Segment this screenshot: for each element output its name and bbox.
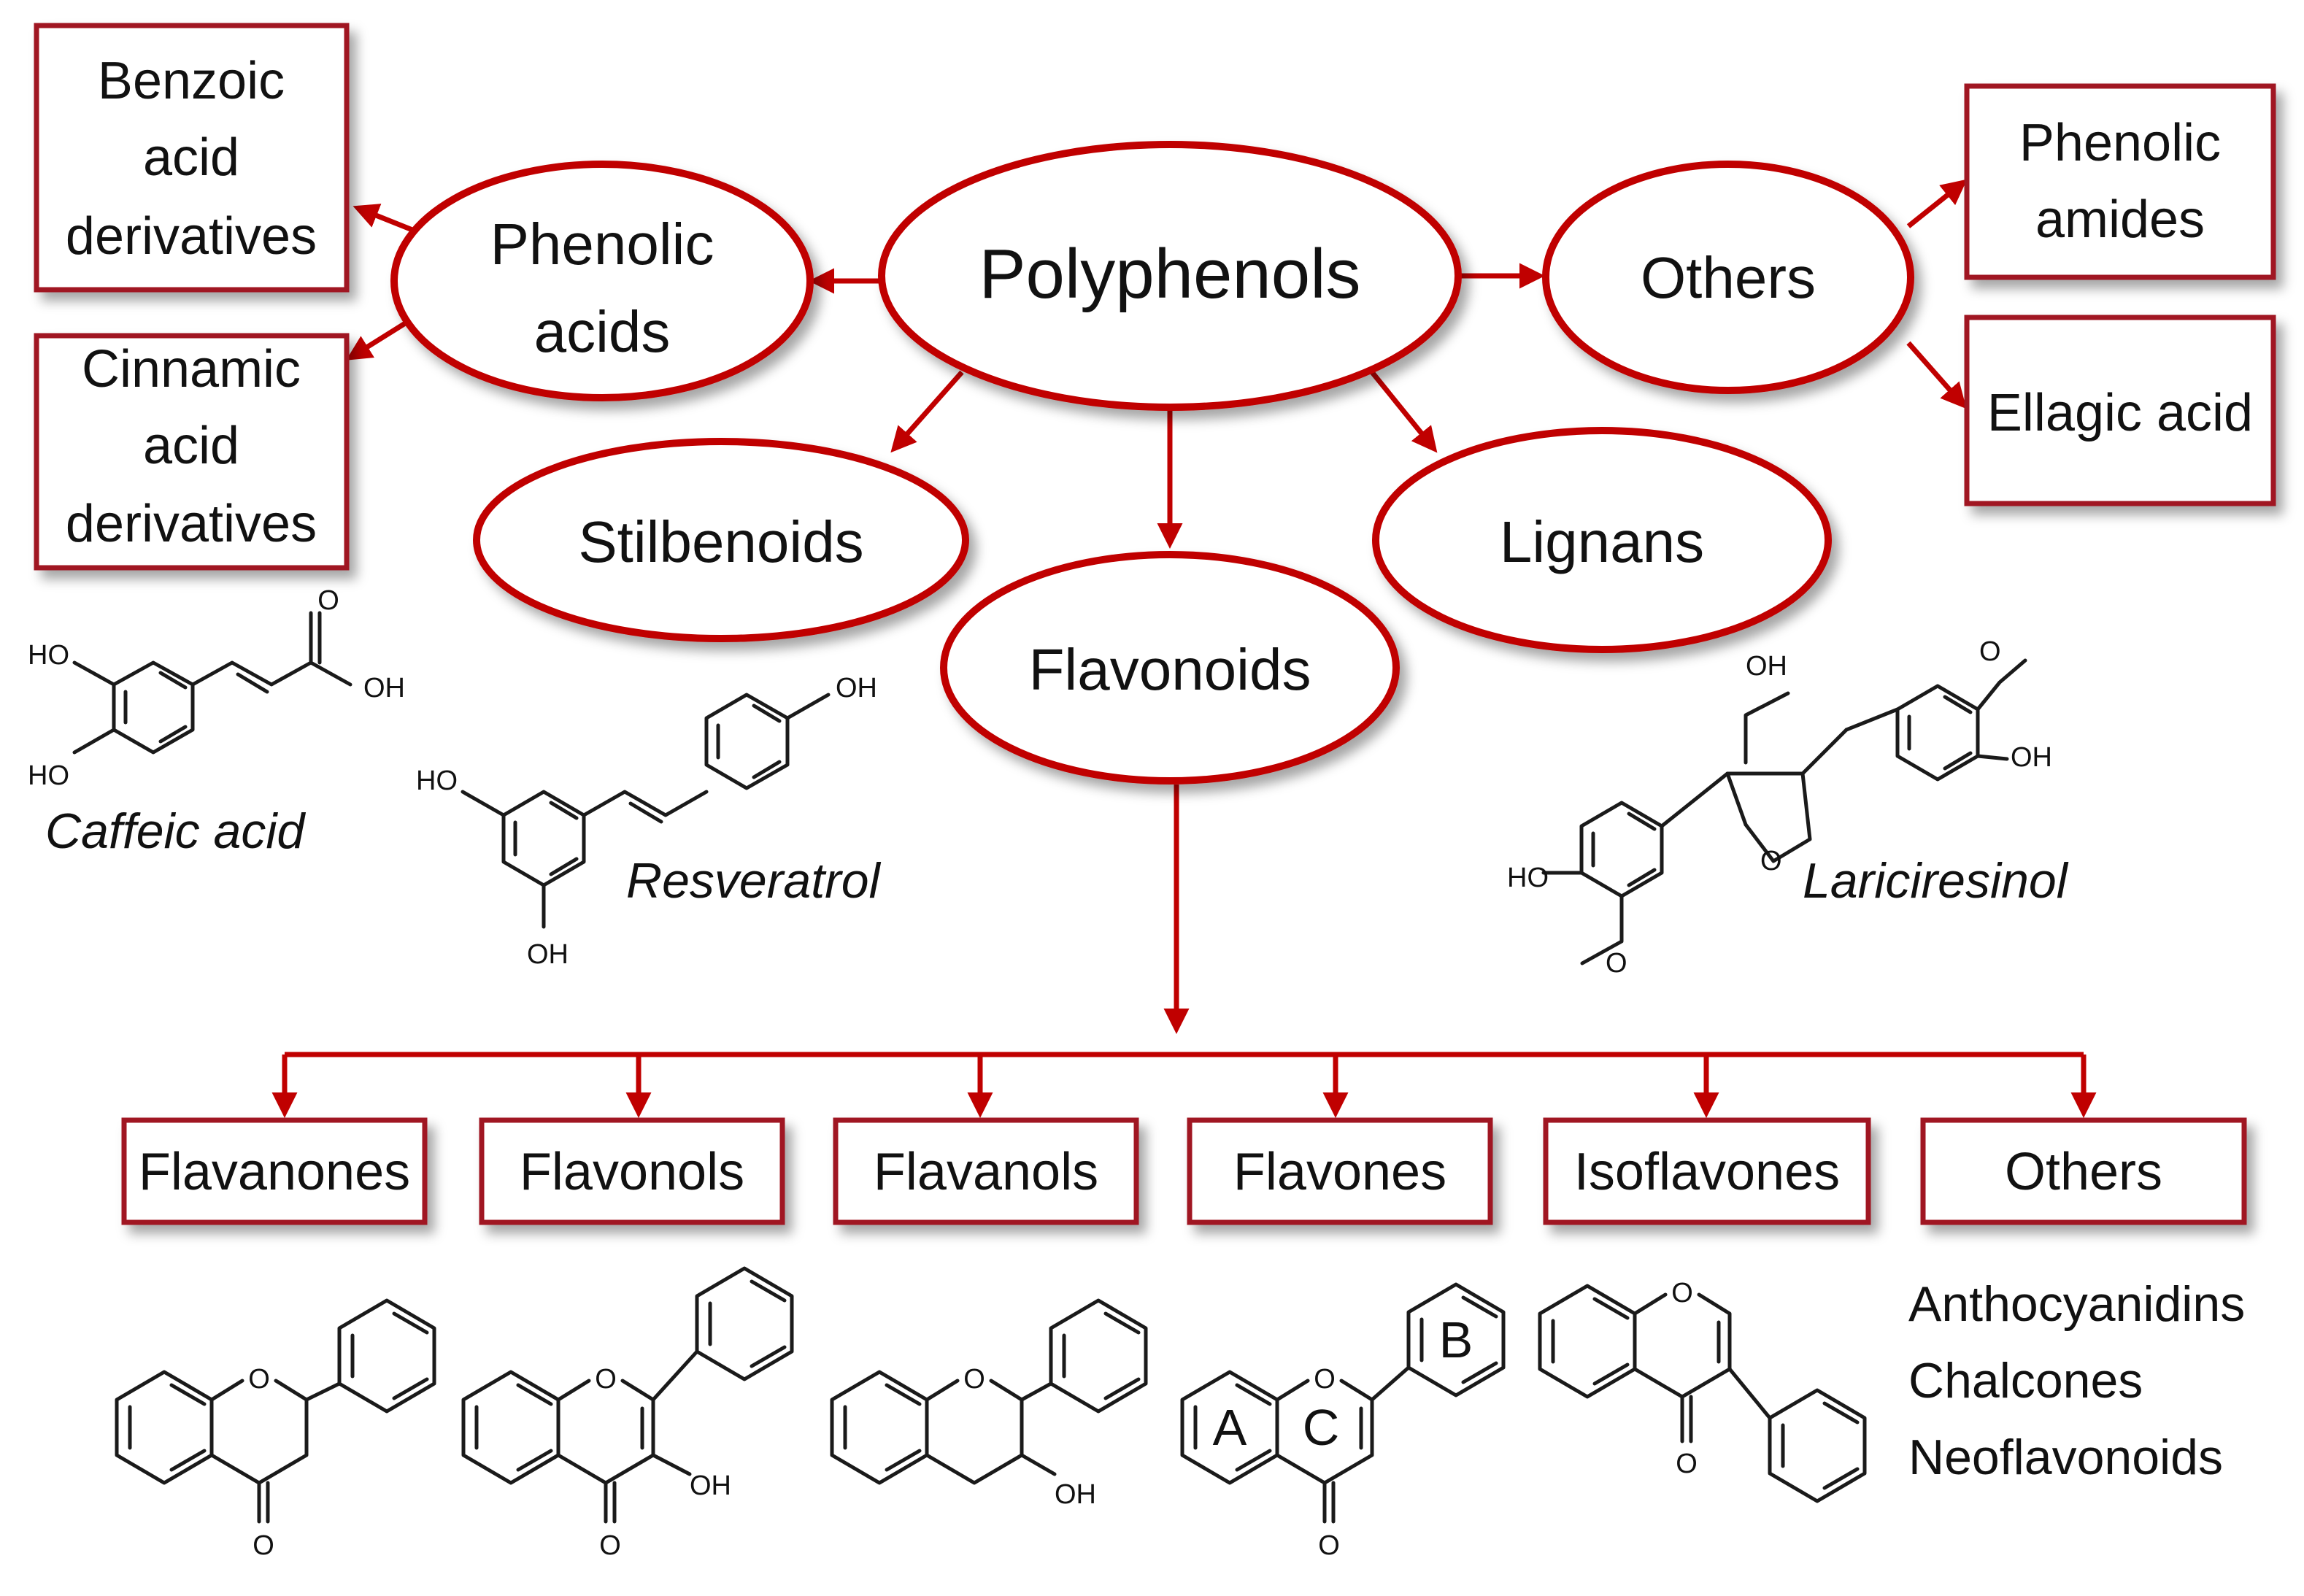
flavanone-structure: O O — [115, 1298, 436, 1561]
lariciresinol-o-label-ring: O — [1760, 846, 1782, 876]
benzoic-line2: acid — [143, 128, 239, 187]
isoflavones-label: Isoflavones — [1574, 1143, 1840, 1201]
flavone-structure: O O A C B — [1180, 1282, 1506, 1561]
flavone-ring-o: O — [1314, 1364, 1336, 1395]
flavanols-box: Flavanols — [833, 1117, 1139, 1225]
resveratrol-structure: OH HO OH Resveratrol — [416, 673, 882, 970]
isoflavone-ring-o: O — [1671, 1278, 1693, 1308]
flavonoid-subclass-boxes: Flavanones Flavonols Flavanols Flavones … — [121, 1117, 2247, 1225]
cinnamic-line2: acid — [143, 417, 239, 475]
stilbenoids-node: Stilbenoids — [473, 438, 969, 642]
others-flavonoid-label: Others — [2005, 1143, 2162, 1201]
cinnamic-line3: derivatives — [66, 495, 317, 553]
class-nodes: Polyphenols Phenolic acids Others Stilbe… — [390, 141, 1914, 784]
flavanol-oh: OH — [1055, 1479, 1096, 1510]
neoflavonoids-label: Neoflavonoids — [1908, 1430, 2223, 1485]
lariciresinol-structure: OH HO O O O OH Lariciresinol — [1507, 636, 2069, 979]
flavanol-structure: O OH — [830, 1298, 1148, 1510]
ring-c-label: C — [1303, 1399, 1340, 1456]
resveratrol-oh-label-1: OH — [836, 673, 877, 703]
flavanones-label: Flavanones — [139, 1143, 410, 1201]
phenolic-acids-label-line2: acids — [534, 299, 671, 364]
lariciresinol-oh-label-1: OH — [1746, 651, 1787, 682]
caffeic-ho-label-2: HO — [28, 760, 69, 791]
phenolic-acids-node: Phenolic acids — [390, 161, 814, 401]
flavones-label: Flavones — [1233, 1143, 1446, 1201]
caffeic-o-label: O — [317, 585, 339, 616]
anthocyanidins-label: Anthocyanidins — [1908, 1276, 2245, 1332]
flavonoids-node: Flavonoids — [940, 551, 1400, 784]
benzoic-line1: Benzoic — [98, 52, 285, 110]
flavone-keto-o: O — [1318, 1530, 1340, 1561]
others-node: Others — [1542, 161, 1914, 394]
benzoic-line3: derivatives — [66, 207, 317, 266]
phenolic-amides-box: Phenolic amides — [1964, 83, 2276, 280]
lariciresinol-o-label-methoxy-2: O — [1979, 636, 2001, 667]
flavonol-oh: OH — [690, 1470, 731, 1501]
flavanone-keto-o: O — [253, 1530, 274, 1561]
lariciresinol-name: Lariciresinol — [1803, 853, 2069, 909]
chalcones-label: Chalcones — [1908, 1353, 2143, 1408]
caffeic-acid-name: Caffeic acid — [45, 803, 306, 859]
caffeic-acid-structure: O OH HO HO Caffeic acid — [28, 585, 405, 859]
flavonol-structure: O O OH — [461, 1266, 794, 1561]
subtype-boxes: Benzoic acid derivatives Cinnamic acid d… — [34, 23, 2276, 571]
connector-arrows — [271, 179, 2097, 1118]
phenolic-acids-label-line1: Phenolic — [490, 212, 714, 277]
flavanones-box: Flavanones — [121, 1117, 428, 1225]
lariciresinol-oh-label-2: OH — [2011, 742, 2052, 773]
flavonoids-label: Flavonoids — [1029, 637, 1311, 702]
flavanone-ring-o: O — [248, 1364, 270, 1395]
lariciresinol-o-label-methoxy-1: O — [1606, 948, 1627, 979]
flavones-box: Flavones — [1187, 1117, 1493, 1225]
flavonols-label: Flavonols — [520, 1143, 744, 1201]
caffeic-oh-label: OH — [363, 673, 405, 703]
lariciresinol-ho-label: HO — [1507, 863, 1549, 893]
lignans-label: Lignans — [1500, 509, 1704, 574]
polyphenols-node: Polyphenols — [878, 141, 1462, 411]
amides-line1: Phenolic — [2019, 114, 2221, 172]
flavonol-ring-o: O — [595, 1364, 617, 1395]
other-flavonoids-list: Anthocyanidins Chalcones Neoflavonoids — [1908, 1276, 2245, 1485]
ring-a-label: A — [1213, 1399, 1247, 1456]
isoflavone-keto-o: O — [1676, 1449, 1698, 1479]
polyphenols-label: Polyphenols — [979, 235, 1360, 313]
caffeic-ho-label-1: HO — [28, 640, 69, 671]
resveratrol-oh-label-2: OH — [527, 939, 569, 970]
cinnamic-acid-derivatives-box: Cinnamic acid derivatives — [34, 333, 350, 571]
stilbenoids-label: Stilbenoids — [578, 509, 863, 574]
lignans-node: Lignans — [1372, 427, 1832, 653]
flavanols-label: Flavanols — [874, 1143, 1098, 1201]
isoflavone-structure: O O — [1538, 1278, 1867, 1503]
ring-b-label: B — [1439, 1311, 1473, 1368]
flavanol-ring-o: O — [963, 1364, 985, 1395]
amides-line2: amides — [2035, 190, 2205, 249]
isoflavones-box: Isoflavones — [1543, 1117, 1871, 1225]
cinnamic-line1: Cinnamic — [82, 340, 301, 398]
others-label: Others — [1641, 245, 1816, 310]
resveratrol-ho-label: HO — [416, 766, 458, 796]
resveratrol-name: Resveratrol — [626, 853, 882, 909]
flavonols-box: Flavonols — [479, 1117, 785, 1225]
others-flavonoid-box: Others — [1920, 1117, 2247, 1225]
ellagic-acid-box: Ellagic acid — [1964, 315, 2276, 506]
flavonol-keto-o: O — [599, 1530, 621, 1561]
benzoic-acid-derivatives-box: Benzoic acid derivatives — [34, 23, 350, 293]
ellagic-label: Ellagic acid — [1987, 384, 2253, 442]
